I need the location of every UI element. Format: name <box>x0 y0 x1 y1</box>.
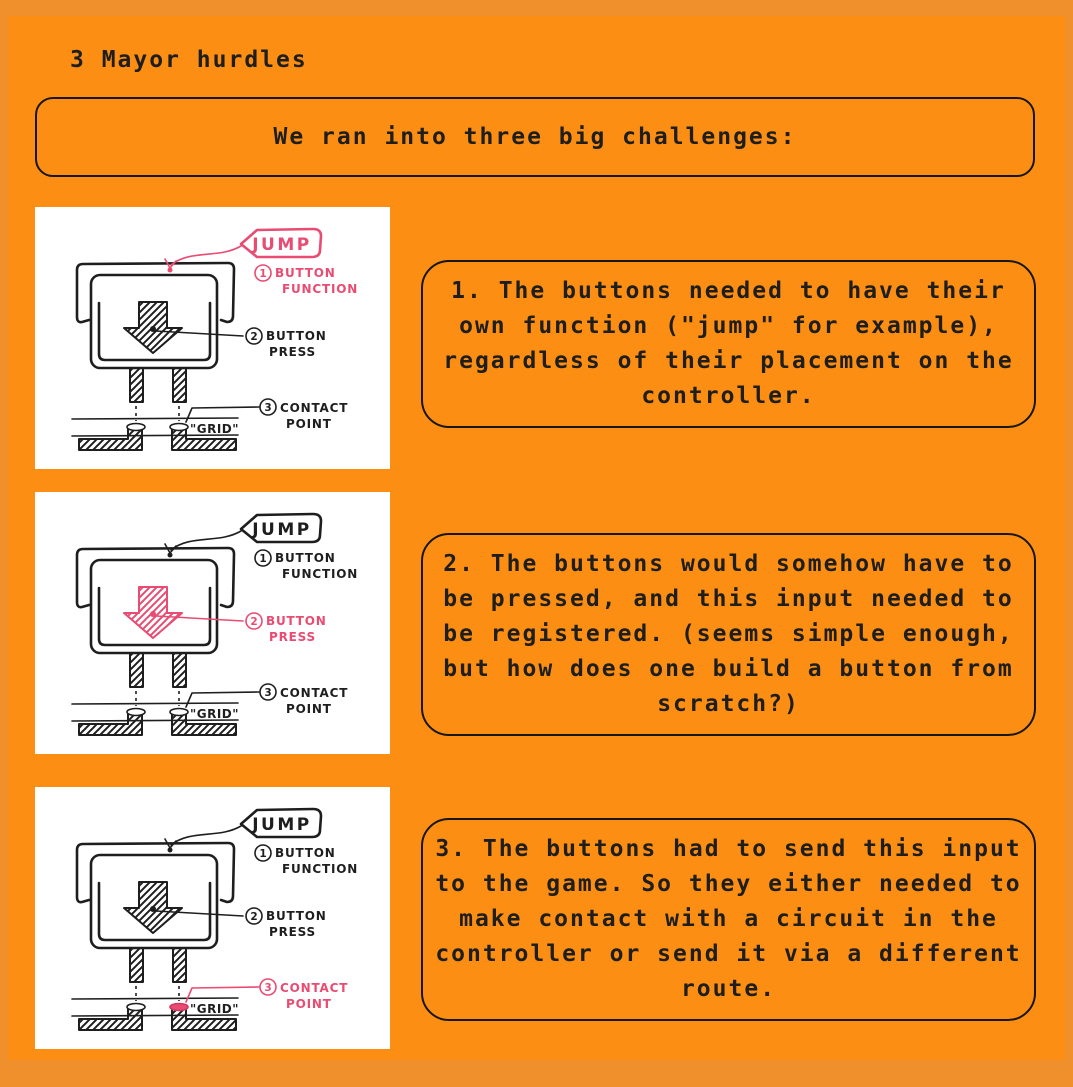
contact-pad-left <box>126 1002 146 1012</box>
svg-text:FUNCTION: FUNCTION <box>282 862 358 876</box>
svg-text:2: 2 <box>250 616 257 628</box>
jump-lead-dot <box>167 847 173 853</box>
right-pin <box>172 367 187 403</box>
svg-text:BUTTON: BUTTON <box>275 551 336 565</box>
svg-text:PRESS: PRESS <box>269 345 316 359</box>
contact-pad-right <box>169 707 189 717</box>
svg-text:FUNCTION: FUNCTION <box>282 282 358 296</box>
press-callout-line <box>155 910 244 917</box>
challenge-text-2: 2. The buttons would somehow have to be … <box>443 551 1014 717</box>
grid-top-line <box>71 997 239 1000</box>
button-function-label: 1 BUTTON FUNCTION <box>254 844 358 876</box>
contact-callout-line <box>185 406 260 423</box>
intro-banner: We ran into three big challenges: <box>35 97 1035 177</box>
svg-text:CONTACT: CONTACT <box>280 981 348 995</box>
grid-top-line <box>71 702 239 705</box>
button-function-label: 1 BUTTON FUNCTION <box>254 264 358 296</box>
svg-text:POINT: POINT <box>286 997 332 1011</box>
ground-block-left <box>78 1008 143 1031</box>
svg-text:1: 1 <box>259 848 266 860</box>
contact-callout-line <box>185 986 260 1003</box>
svg-text:3: 3 <box>264 402 271 414</box>
ground-block-left <box>78 713 143 736</box>
grid-label: "GRID" <box>190 707 239 721</box>
sketch-panel-2: "GRID" 3 CONTACT POINT 2 BUTTON PRESS JU… <box>35 492 390 754</box>
svg-text:2: 2 <box>250 331 257 343</box>
svg-text:CONTACT: CONTACT <box>280 401 348 415</box>
svg-text:BUTTON: BUTTON <box>266 329 327 343</box>
svg-text:PRESS: PRESS <box>269 925 316 939</box>
button-press-label: 2 BUTTON PRESS <box>245 612 327 644</box>
jump-lead-line <box>170 245 242 266</box>
svg-text:3: 3 <box>264 687 271 699</box>
sketch-panel-1: "GRID" 3 CONTACT POINT 2 BUTTON PRESS JU… <box>35 207 390 469</box>
keycap-outline <box>75 546 236 655</box>
right-pin <box>172 652 187 688</box>
svg-text:1: 1 <box>259 268 266 280</box>
press-callout-line <box>155 330 244 337</box>
keycap-outline <box>75 841 236 950</box>
svg-text:FUNCTION: FUNCTION <box>282 567 358 581</box>
grid-label: "GRID" <box>190 1002 239 1016</box>
svg-text:BUTTON: BUTTON <box>266 909 327 923</box>
intro-text: We ran into three big challenges: <box>273 123 797 150</box>
challenge-box-1: 1. The buttons needed to have their own … <box>421 260 1036 428</box>
svg-text:BUTTON: BUTTON <box>275 266 336 280</box>
grid-bottom-line <box>71 434 239 437</box>
svg-text:JUMP: JUMP <box>251 520 312 540</box>
button-mechanism-diagram: "GRID" 3 CONTACT POINT 2 BUTTON PRESS JU… <box>71 807 358 1031</box>
button-press-label: 2 BUTTON PRESS <box>245 327 327 359</box>
jump-lead-line <box>170 530 242 551</box>
jump-tag: JUMP <box>239 227 323 259</box>
button-mechanism-diagram: "GRID" 3 CONTACT POINT 2 BUTTON PRESS JU… <box>71 227 358 451</box>
press-arrow-dot <box>150 326 156 332</box>
svg-text:BUTTON: BUTTON <box>275 846 336 860</box>
contact-pad-left <box>126 707 146 717</box>
jump-lead-dot <box>167 552 173 558</box>
press-arrow-dot <box>150 906 156 912</box>
contact-pad-right <box>169 422 189 432</box>
svg-text:PRESS: PRESS <box>269 630 316 644</box>
keycap-outline <box>75 261 236 370</box>
right-pin <box>172 947 187 983</box>
left-pin <box>129 947 144 983</box>
svg-text:1: 1 <box>259 553 266 565</box>
contact-pad-right <box>169 1002 189 1012</box>
svg-text:POINT: POINT <box>286 417 332 431</box>
grid-top-line <box>71 417 239 420</box>
press-callout-line <box>155 615 244 622</box>
sketch-panel-3: "GRID" 3 CONTACT POINT 2 BUTTON PRESS JU… <box>35 787 390 1049</box>
press-arrow-dot <box>150 611 156 617</box>
button-press-label: 2 BUTTON PRESS <box>245 907 327 939</box>
challenge-text-3: 3. The buttons had to send this input to… <box>435 836 1022 1002</box>
contact-point-label: 3 CONTACT POINT <box>259 683 348 716</box>
challenge-box-2: 2. The buttons would somehow have to be … <box>421 533 1036 736</box>
contact-point-label: 3 CONTACT POINT <box>259 398 348 431</box>
svg-text:BUTTON: BUTTON <box>266 614 327 628</box>
svg-text:CONTACT: CONTACT <box>280 686 348 700</box>
button-mechanism-diagram: "GRID" 3 CONTACT POINT 2 BUTTON PRESS JU… <box>71 512 358 736</box>
jump-tag: JUMP <box>239 807 323 839</box>
contact-pad-left <box>126 422 146 432</box>
contact-callout-line <box>185 691 260 708</box>
jump-tag: JUMP <box>239 512 323 544</box>
grid-bottom-line <box>71 1014 239 1017</box>
svg-text:JUMP: JUMP <box>251 235 312 255</box>
jump-lead-dot <box>167 267 173 273</box>
svg-text:POINT: POINT <box>286 702 332 716</box>
grid-label: "GRID" <box>190 422 239 436</box>
challenge-text-1: 1. The buttons needed to have their own … <box>443 278 1014 409</box>
challenge-box-3: 3. The buttons had to send this input to… <box>421 818 1036 1021</box>
svg-text:2: 2 <box>250 911 257 923</box>
page-title: 3 Mayor hurdles <box>70 47 308 73</box>
button-function-label: 1 BUTTON FUNCTION <box>254 549 358 581</box>
ground-block-left <box>78 428 143 451</box>
left-pin <box>129 652 144 688</box>
grid-bottom-line <box>71 719 239 722</box>
svg-text:JUMP: JUMP <box>251 815 312 835</box>
svg-text:3: 3 <box>264 982 271 994</box>
jump-lead-line <box>170 825 242 846</box>
left-pin <box>129 367 144 403</box>
contact-point-label: 3 CONTACT POINT <box>259 978 348 1011</box>
